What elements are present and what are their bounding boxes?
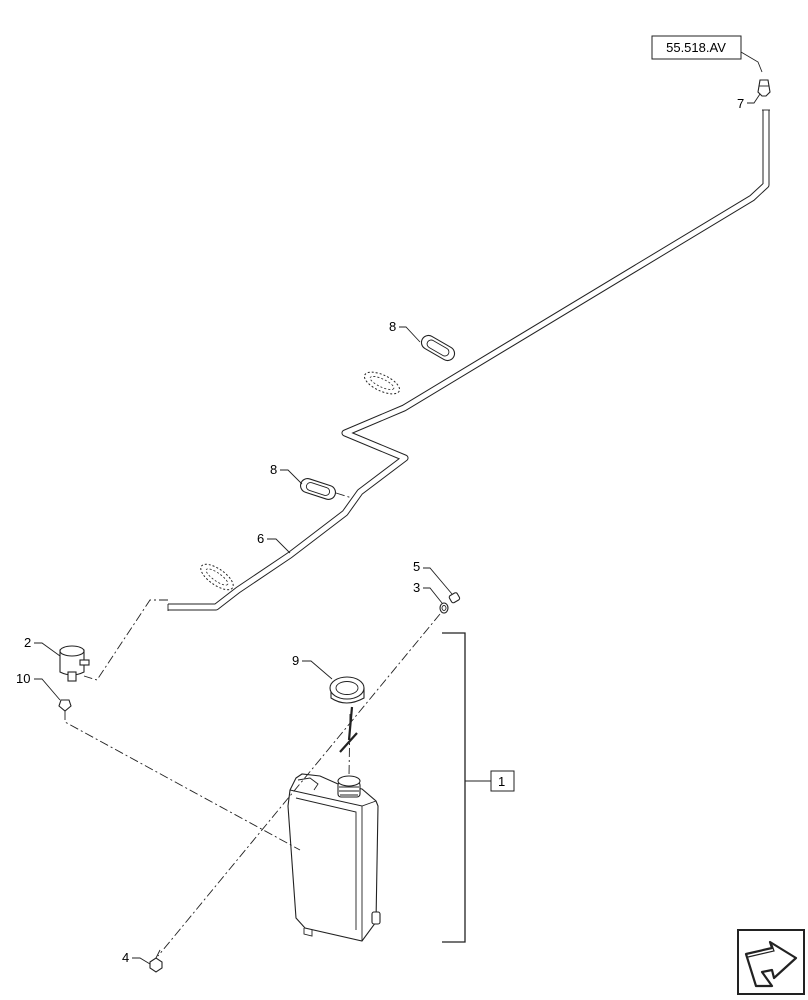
callout-8-upper: 8 [389,319,421,343]
callout-8-lower: 8 [270,462,303,485]
reference-link[interactable]: 55.518.AV [651,35,742,60]
svg-text:6: 6 [257,531,264,546]
svg-text:8: 8 [389,319,396,334]
callout-5: 5 [413,559,453,595]
washer-reservoir [287,773,381,942]
clip-position-lower [200,563,234,591]
callout-2: 2 [24,635,61,657]
pump-grommet [58,699,72,712]
svg-text:7: 7 [737,96,744,111]
svg-text:8: 8 [270,462,277,477]
svg-text:9: 9 [292,653,299,668]
svg-text:10: 10 [16,671,30,686]
callout-7: 7 [737,93,761,111]
cap-to-tank-line [348,713,351,777]
callout-6: 6 [257,531,291,554]
reference-leader [740,51,763,73]
hose-clip-lower [299,478,337,500]
svg-text:1: 1 [498,774,505,789]
fitting-nut [448,592,461,604]
cap-strap [339,706,358,753]
svg-text:2: 2 [24,635,31,650]
callout-3: 3 [413,580,443,604]
callout-9: 9 [292,653,333,680]
callout-10: 10 [16,671,61,701]
next-page-arrow-icon[interactable] [737,929,805,995]
svg-text:3: 3 [413,580,420,595]
assembly-bracket [442,632,466,943]
mounting-screw [149,949,163,973]
fitting-washer [439,602,449,614]
clip-leader-lower [335,492,353,499]
hose-clip-upper [420,334,456,362]
reference-label: 55.518.AV [666,40,726,55]
fitting-to-screw-line [157,613,441,957]
pump-to-tank-line [64,711,301,851]
assembly-callout-box [490,770,515,792]
washer-pump [59,645,90,682]
svg-text:4: 4 [122,950,129,965]
washer-hose [167,109,770,611]
reservoir-cap [329,676,365,704]
svg-text:5: 5 [413,559,420,574]
callout-1: 1 [498,774,505,789]
hose-to-pump-line [83,599,168,681]
clip-position-upper [363,371,401,395]
hose-connector [757,79,771,97]
callout-4: 4 [122,950,151,965]
